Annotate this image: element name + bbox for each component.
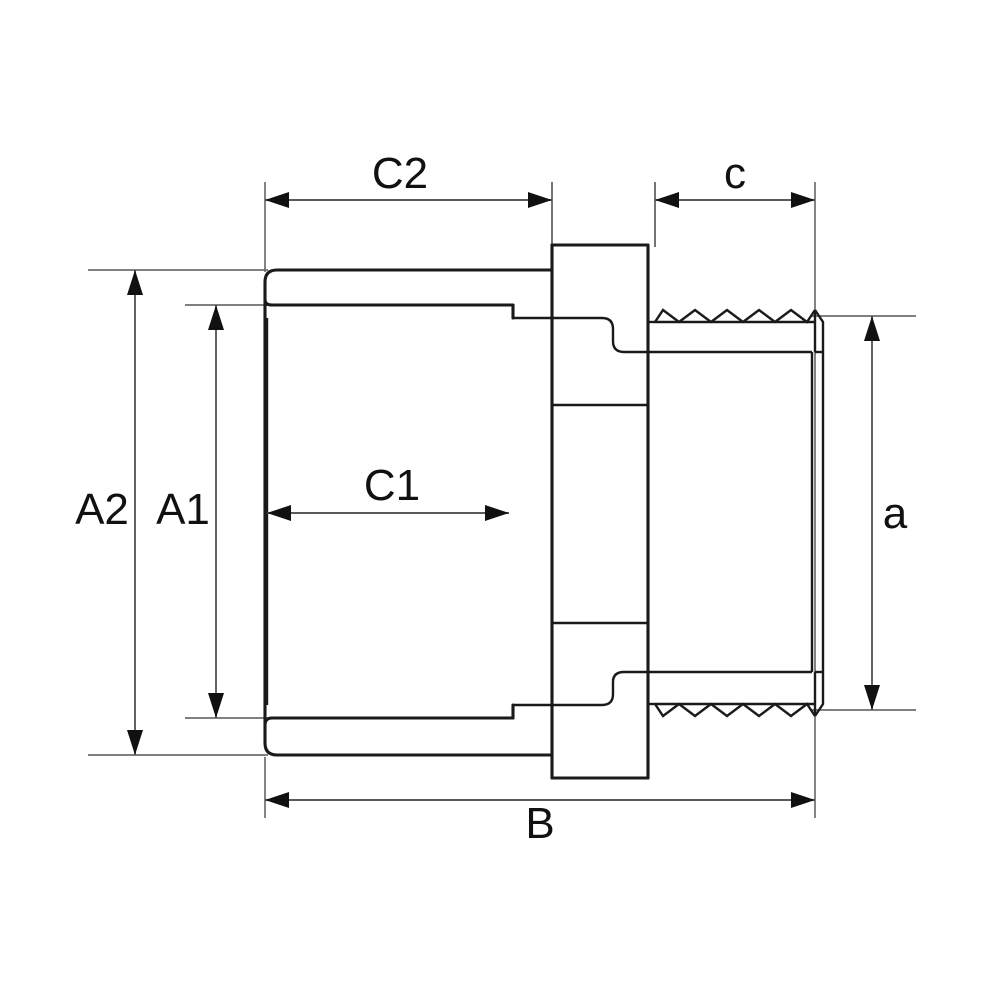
thread-profile-bottom: [654, 702, 816, 718]
dim-label-b: B: [525, 799, 554, 848]
dim-label-a1: A1: [156, 485, 210, 534]
dimension-lines-group: [127, 192, 880, 808]
dim-label-a2: A2: [75, 485, 129, 534]
bore-roof-bottom: [513, 670, 648, 707]
thread-profile-top: [654, 308, 816, 324]
socket-hub-outer-top: [263, 268, 554, 307]
arrow-a1-bottom: [208, 693, 224, 718]
arrow-c1-left: [267, 505, 291, 521]
socket-hub-outer-bottom: [263, 716, 554, 757]
arrow-a-top: [864, 316, 880, 341]
extension-lines-group: [88, 182, 916, 818]
bore-roof-top: [513, 316, 648, 354]
arrow-a2-top: [127, 270, 143, 295]
arrow-c-right: [791, 192, 815, 208]
dim-label-c1: C1: [364, 461, 420, 510]
arrow-a2-bottom: [127, 730, 143, 755]
spigot-end-chamfer-top: [814, 309, 825, 352]
arrow-c2-right: [528, 192, 552, 208]
arrow-a1-top: [208, 305, 224, 330]
arrow-b-right: [791, 792, 815, 808]
arrow-b-left: [265, 792, 289, 808]
dim-label-c: c: [724, 149, 746, 198]
dimension-labels-group: C2 c A2 A1 C1 a B: [75, 149, 908, 848]
arrow-a-bottom: [864, 685, 880, 710]
arrow-c2-left: [265, 192, 289, 208]
arrow-c-left: [655, 192, 679, 208]
part-outline-group: [263, 243, 825, 780]
spigot-end-chamfer-bottom: [814, 672, 825, 717]
dim-label-c2: C2: [372, 149, 428, 198]
arrow-c1-right: [485, 505, 509, 521]
dim-label-a: a: [883, 489, 908, 538]
